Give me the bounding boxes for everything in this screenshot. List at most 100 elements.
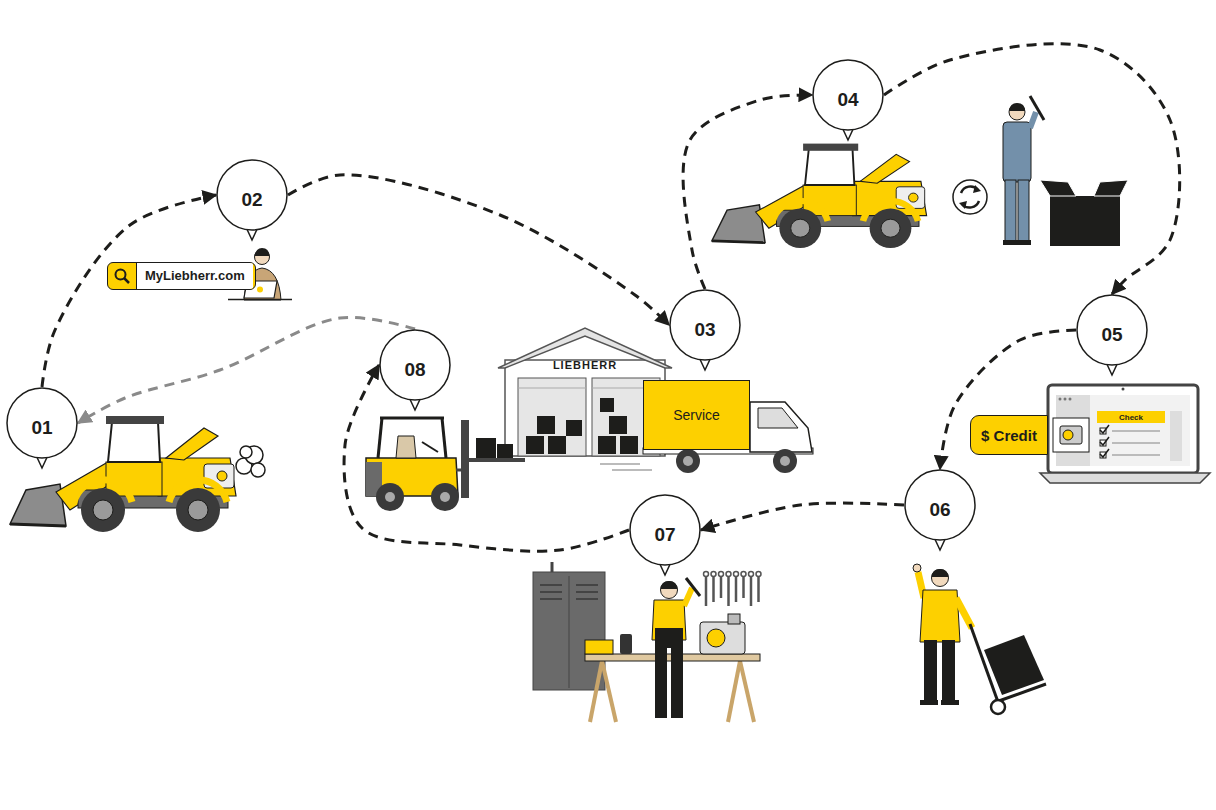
mechanic [1018, 180, 1029, 242]
wrench [720, 576, 723, 598]
brand-sign: LIEBHERR [553, 359, 617, 371]
workshop-bench [590, 661, 602, 722]
wrench [735, 576, 738, 602]
laptop-check [1122, 388, 1125, 391]
workshop-bench [540, 584, 562, 586]
laptop-check [1040, 385, 1210, 483]
parts-box [1094, 180, 1128, 196]
customer-at-laptop [228, 299, 292, 301]
forklift [476, 438, 496, 458]
node-text: 06 [929, 499, 950, 521]
flow-arrow [884, 44, 1180, 294]
bench-mechanic [686, 578, 700, 596]
wheel-loader-broken [10, 416, 236, 532]
workshop-bench [576, 591, 598, 593]
person-with-trolley [920, 700, 938, 705]
callout-circle [217, 160, 287, 230]
callout-circle [630, 495, 700, 565]
person-with-trolley [913, 564, 921, 572]
service-truck [750, 402, 812, 452]
mechanic [1030, 96, 1044, 120]
service-truck [600, 463, 640, 465]
callout-circle [670, 290, 740, 360]
search-icon [124, 278, 129, 283]
mechanic [1005, 180, 1016, 242]
node-text: 04 [837, 89, 858, 111]
person-with-trolley [984, 635, 1044, 695]
workshop-bench [602, 661, 616, 722]
mechanic [1003, 96, 1044, 245]
forklift [385, 492, 395, 502]
exchange-symbol [953, 180, 987, 214]
callout-number: 04 [812, 59, 884, 131]
laptop-check [1112, 442, 1160, 444]
truck-cargo-box: Service [643, 380, 750, 450]
forklift [469, 458, 525, 462]
person-with-trolley [913, 564, 1046, 714]
laptop-check [1048, 385, 1198, 473]
laptop-check [1170, 411, 1182, 461]
wrench [749, 572, 754, 577]
workshop-bench [540, 591, 562, 593]
warehouse [526, 398, 638, 454]
callout-circle [380, 330, 450, 400]
laptop-check [1112, 431, 1160, 455]
wrench [719, 572, 724, 577]
callout-number: 01 [6, 387, 78, 459]
node-text: 01 [31, 417, 52, 439]
callout-circle [905, 470, 975, 540]
warehouse [518, 388, 586, 389]
mechanic [1017, 240, 1031, 245]
laptop-check [1112, 430, 1160, 432]
parts-box [1040, 180, 1076, 196]
mechanic [1003, 122, 1031, 182]
callout-number: 08 [379, 329, 451, 401]
forklift [366, 418, 525, 511]
workshop-bench [576, 584, 598, 586]
wrench [711, 572, 716, 577]
workshop-bench [728, 614, 740, 624]
workshop-bench [576, 598, 598, 600]
credit-tag: $ Credit [970, 415, 1048, 455]
wrench [727, 576, 730, 606]
wrench [726, 572, 731, 577]
warehouse [526, 436, 544, 454]
person-with-trolley [932, 570, 949, 587]
service-truck [773, 449, 797, 473]
person-with-trolley [920, 590, 960, 642]
laptop-check [1056, 395, 1190, 466]
flow-arrow [78, 317, 415, 423]
search-bar: MyLiebherr.com [107, 262, 256, 290]
laptop-check [1053, 418, 1089, 452]
engine-smoke [240, 446, 252, 458]
wrench [705, 576, 708, 606]
flow-arrow [701, 503, 904, 530]
node-text: 05 [1101, 324, 1122, 346]
bench-mechanic [671, 646, 683, 718]
wrench [742, 576, 745, 598]
warehouse [566, 420, 582, 436]
node-text: 08 [404, 359, 425, 381]
bench-mechanic [655, 628, 683, 648]
warehouse [505, 360, 665, 456]
callout-number: 06 [904, 469, 976, 541]
wrench [741, 572, 746, 577]
callout-number: 03 [669, 289, 741, 361]
flow-arrow [288, 175, 669, 325]
bench-mechanic [661, 582, 678, 599]
bench-mechanic [661, 581, 678, 589]
person-with-trolley [991, 700, 1005, 714]
engine-smoke [236, 446, 265, 477]
node-text: Check [1119, 413, 1143, 422]
callout-circle [7, 388, 77, 458]
workshop-bench [533, 572, 605, 690]
wrench [704, 572, 709, 577]
laptop-check [1040, 473, 1210, 483]
callout-number: 02 [216, 159, 288, 231]
laptop-check [1059, 398, 1062, 401]
bench-mechanic [684, 588, 692, 606]
service-truck [676, 449, 700, 473]
